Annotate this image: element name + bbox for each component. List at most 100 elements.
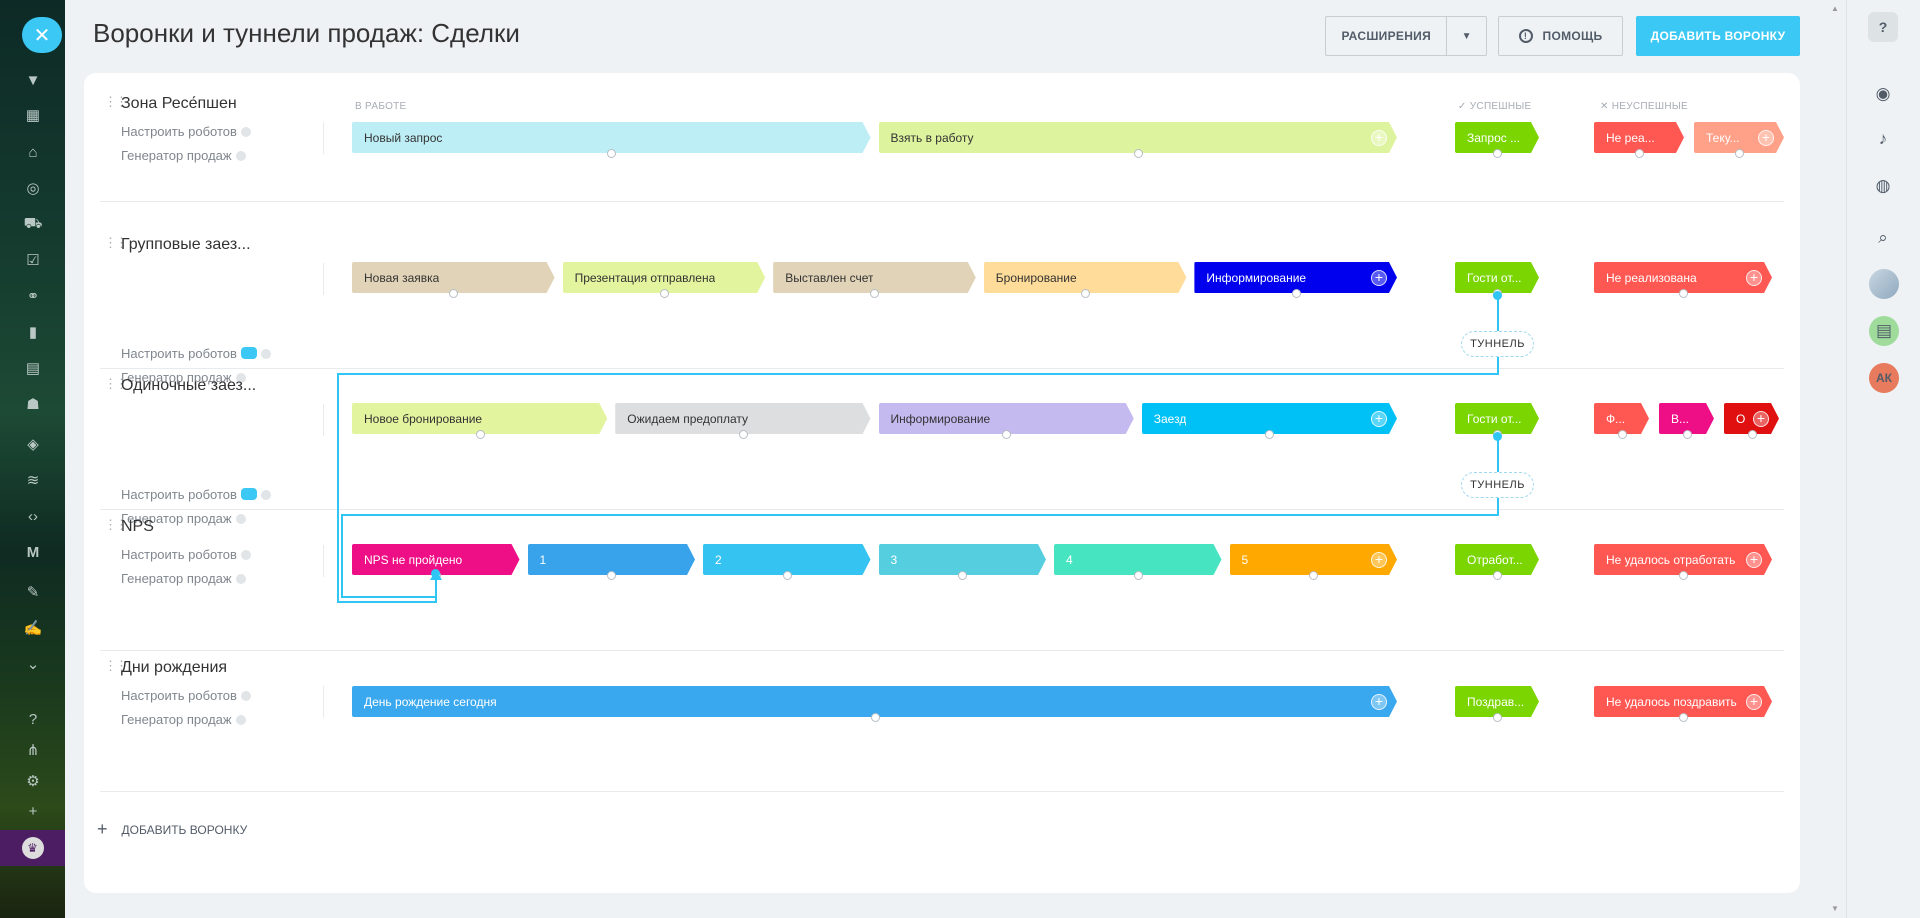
- drag-handle-icon[interactable]: ⋮⋮: [104, 658, 128, 673]
- contact-card-icon[interactable]: ▤: [25, 360, 41, 377]
- plus-icon[interactable]: +: [28, 802, 38, 820]
- connector-dot[interactable]: [870, 289, 880, 298]
- stage[interactable]: День рождение сегодня+: [352, 686, 1397, 722]
- target-icon[interactable]: ◎: [26, 180, 40, 197]
- add-stage-icon[interactable]: +: [1370, 270, 1387, 286]
- search-icon[interactable]: ⌕: [1878, 228, 1888, 247]
- extensions-button[interactable]: РАСШИРЕНИЯ ▼: [1325, 16, 1487, 56]
- drag-handle-icon[interactable]: ⋮⋮: [104, 376, 128, 391]
- stage[interactable]: 2: [703, 544, 871, 580]
- connector-dot[interactable]: [958, 571, 968, 580]
- bell-icon[interactable]: ♪: [1878, 129, 1888, 148]
- drag-handle-icon[interactable]: ⋮⋮: [104, 517, 128, 532]
- user-initials-avatar[interactable]: АК: [1869, 363, 1899, 393]
- chat-icon[interactable]: ◍: [1875, 176, 1891, 195]
- help-icon[interactable]: ?: [1868, 12, 1898, 42]
- help-icon[interactable]: [260, 490, 271, 500]
- scroll-up-icon[interactable]: ▲: [1831, 4, 1839, 13]
- add-stage-icon[interactable]: +: [1371, 694, 1387, 710]
- generator-link[interactable]: Генератор продаж: [121, 712, 246, 727]
- help-icon[interactable]: [240, 550, 251, 560]
- funnel-name[interactable]: Одиночные заез...: [121, 377, 257, 394]
- drag-handle-icon[interactable]: ⋮⋮: [104, 235, 128, 250]
- failed-stage[interactable]: Ф...: [1594, 403, 1649, 439]
- pulse-icon[interactable]: ◉: [1875, 84, 1891, 103]
- connector-dot[interactable]: [1002, 430, 1012, 439]
- connector-dot[interactable]: [1493, 149, 1502, 158]
- add-stage-icon[interactable]: +: [1746, 552, 1762, 568]
- funnel-name[interactable]: NPS: [121, 518, 154, 535]
- funnel-name[interactable]: Групповые заез...: [121, 236, 251, 253]
- crown-button[interactable]: ♛: [0, 830, 65, 866]
- failed-stage[interactable]: О+: [1724, 403, 1779, 439]
- tunnel-label[interactable]: ТУННЕЛЬ: [1461, 472, 1534, 498]
- calendar-icon[interactable]: ▦: [25, 107, 41, 124]
- connector-dot[interactable]: [475, 430, 485, 439]
- connector-dot[interactable]: [1635, 149, 1644, 158]
- add-funnel-button[interactable]: ДОБАВИТЬ ВОРОНКУ: [1636, 16, 1800, 56]
- connector-dot[interactable]: [607, 571, 617, 580]
- generator-link[interactable]: Генератор продаж: [121, 370, 246, 385]
- help-icon[interactable]: [235, 514, 246, 524]
- connector-dot[interactable]: [607, 149, 617, 158]
- chevron-circle-icon[interactable]: ⌄: [26, 656, 40, 673]
- add-stage-icon[interactable]: +: [1371, 130, 1387, 146]
- help-icon[interactable]: ?: [28, 710, 38, 728]
- help-icon[interactable]: [240, 691, 251, 701]
- building-icon[interactable]: ⌂: [28, 143, 38, 161]
- user-avatar[interactable]: [1869, 269, 1899, 299]
- robots-link[interactable]: Настроить роботов: [121, 688, 251, 703]
- help-icon[interactable]: [240, 127, 251, 137]
- connector-dot[interactable]: [1735, 149, 1744, 158]
- add-funnel-link[interactable]: + ДОБАВИТЬ ВОРОНКУ: [97, 819, 247, 840]
- help-icon[interactable]: [260, 349, 271, 359]
- close-button[interactable]: ✕: [22, 17, 62, 53]
- connector-dot[interactable]: [1493, 571, 1502, 580]
- stage[interactable]: Презентация отправлена: [563, 262, 766, 298]
- connector-dot[interactable]: [1133, 149, 1143, 158]
- success-stage[interactable]: Запрос ...: [1455, 122, 1539, 158]
- stage[interactable]: Заезд+: [1142, 403, 1397, 439]
- code-icon[interactable]: ‹›: [28, 507, 38, 525]
- connector-dot[interactable]: [1265, 430, 1275, 439]
- stage[interactable]: 5+: [1230, 544, 1398, 580]
- generator-link[interactable]: Генератор продаж: [121, 571, 246, 586]
- checkbox-icon[interactable]: ☑: [26, 252, 40, 269]
- add-stage-icon[interactable]: +: [1753, 411, 1769, 427]
- stage[interactable]: Взять в работу+: [879, 122, 1398, 158]
- app-avatar[interactable]: ▤: [1869, 316, 1899, 346]
- generator-link[interactable]: Генератор продаж: [121, 511, 246, 526]
- tunnel-label[interactable]: ТУННЕЛЬ: [1461, 331, 1534, 357]
- connector-dot[interactable]: [1133, 571, 1143, 580]
- robot-icon[interactable]: ☗: [26, 396, 40, 413]
- help-icon[interactable]: [235, 574, 246, 584]
- marketing-icon[interactable]: ≋: [26, 472, 40, 489]
- box-icon[interactable]: ◈: [27, 436, 39, 453]
- failed-stage[interactable]: В...: [1659, 403, 1714, 439]
- drag-handle-icon[interactable]: ⋮⋮: [104, 94, 128, 109]
- connector-dot[interactable]: [1617, 430, 1627, 439]
- robots-link[interactable]: Настроить роботов: [121, 487, 271, 502]
- help-icon[interactable]: [235, 373, 246, 383]
- chart-icon[interactable]: ▮: [28, 324, 38, 341]
- success-stage[interactable]: Гости от...: [1455, 262, 1539, 298]
- success-stage[interactable]: Гости от...: [1455, 403, 1539, 439]
- users-icon[interactable]: ⚭: [26, 288, 40, 305]
- help-icon[interactable]: [235, 715, 246, 725]
- chevron-down-icon[interactable]: ▼: [1446, 17, 1486, 55]
- connector-dot[interactable]: [870, 713, 880, 722]
- success-stage[interactable]: Отработ...: [1455, 544, 1539, 580]
- edit-doc-icon[interactable]: ✎: [26, 584, 40, 601]
- help-button[interactable]: ! ПОМОЩЬ: [1498, 16, 1623, 56]
- tunnel-start-dot[interactable]: [1493, 291, 1502, 300]
- stage[interactable]: 1: [528, 544, 696, 580]
- add-stage-icon[interactable]: +: [1746, 694, 1762, 710]
- connector-dot[interactable]: [1291, 289, 1301, 298]
- failed-stage[interactable]: Не реа...: [1594, 122, 1684, 158]
- tunnel-start-dot[interactable]: [1493, 432, 1502, 441]
- settings-icon[interactable]: ⚙: [26, 773, 40, 790]
- help-icon[interactable]: [235, 151, 246, 161]
- connector-dot[interactable]: [1682, 430, 1692, 439]
- failed-stage[interactable]: Не удалось отработать+: [1594, 544, 1772, 580]
- connector-dot[interactable]: [1679, 713, 1688, 722]
